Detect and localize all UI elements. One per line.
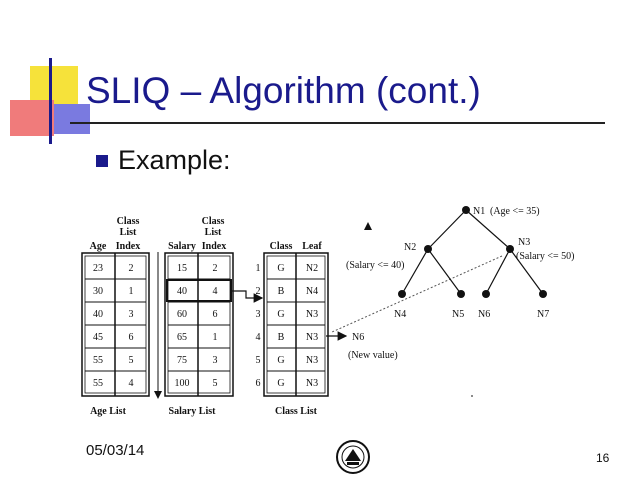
age-cell: 23 (93, 263, 103, 274)
class-cell: B (278, 332, 285, 343)
node-n1-label: N1 (473, 206, 485, 217)
dotted-link (331, 255, 503, 333)
age-cell: 40 (93, 309, 103, 320)
page-number: 16 (596, 451, 610, 465)
salary-cell: 65 (177, 332, 187, 343)
salary-index-cell: 2 (213, 263, 218, 274)
salary-column-header: Salary (168, 241, 196, 252)
age-cell: 55 (93, 378, 103, 389)
salary-list-caption: Salary List (169, 406, 217, 417)
class-cell: G (277, 309, 284, 320)
age-index-cell: 2 (129, 263, 134, 274)
salary-cell: 60 (177, 309, 187, 320)
age-index-cell: 4 (129, 378, 134, 389)
salary-index-cell: 1 (213, 332, 218, 343)
node-n2-condition: (Salary <= 40) (346, 260, 405, 271)
salary-index-cell: 3 (213, 355, 218, 366)
class-cell: B (278, 286, 285, 297)
node-n3-condition: (Salary <= 50) (516, 251, 575, 262)
class-list-caption: Class List (275, 406, 318, 417)
age-list-table: Class List Age Index 23 2 30 1 40 3 45 6… (81, 216, 150, 417)
age-cell: 30 (93, 286, 103, 297)
row-number: 3 (256, 309, 261, 320)
small-triangle-mark (364, 222, 372, 230)
age-column-header: Age (90, 241, 107, 252)
salary-to-class-arrow (231, 290, 264, 303)
salary-index-cell: 5 (213, 378, 218, 389)
dot-mark (471, 395, 473, 397)
age-list-class-header: Class (117, 216, 140, 227)
row-number: 4 (256, 332, 261, 343)
salary-cell: 75 (177, 355, 187, 366)
salary-list-table: Class List Salary Index 15 2 40 4 60 6 6… (154, 216, 234, 417)
node-n4-label: N4 (394, 309, 406, 320)
deco-pink-square (10, 100, 54, 136)
node-n2-label: N2 (404, 242, 416, 253)
salary-list-list-header: List (205, 227, 222, 238)
age-list-caption: Age List (90, 406, 127, 417)
row-number: 1 (256, 263, 261, 274)
node-n3-label: N3 (518, 237, 530, 248)
age-index-cell: 1 (129, 286, 134, 297)
node-n7-label: N7 (537, 309, 549, 320)
deco-blue-square (54, 104, 90, 134)
salary-index-cell: 4 (213, 286, 218, 297)
university-seal-logo (336, 440, 370, 474)
slide-title: SLIQ – Algorithm (cont.) (86, 70, 481, 111)
salary-cell: 40 (177, 286, 187, 297)
leaf-cell: N4 (306, 286, 318, 297)
age-cell: 55 (93, 355, 103, 366)
age-index-cell: 6 (129, 332, 134, 343)
class-column-header: Class (270, 241, 293, 252)
class-cell: G (277, 378, 284, 389)
salary-cell: 100 (175, 378, 190, 389)
row-number: 2 (256, 286, 261, 297)
age-index-cell: 3 (129, 309, 134, 320)
class-list-table: Class Leaf 1 G N2 2 B N4 3 G N3 4 B N3 5… (256, 241, 329, 417)
age-list-list-header: List (120, 227, 137, 238)
new-value-label: (New value) (348, 350, 398, 361)
new-node-label: N6 (352, 332, 364, 343)
row-number: 5 (256, 355, 261, 366)
salary-list-class-header: Class (202, 216, 225, 227)
leaf-cell: N3 (306, 355, 318, 366)
title-divider (70, 122, 605, 124)
class-cell: G (277, 355, 284, 366)
age-index-header: Index (116, 241, 140, 252)
leaf-column-header: Leaf (302, 241, 322, 252)
age-index-cell: 5 (129, 355, 134, 366)
bullet-text: Example: (118, 145, 231, 175)
leaf-cell: N3 (306, 309, 318, 320)
footer-date: 05/03/14 (86, 442, 145, 459)
leaf-cell: N3 (306, 332, 318, 343)
salary-index-cell: 6 (213, 309, 218, 320)
row-number: 6 (256, 378, 261, 389)
class-cell: G (277, 263, 284, 274)
age-cell: 45 (93, 332, 103, 343)
node-n6-label: N6 (478, 309, 490, 320)
salary-index-header: Index (202, 241, 226, 252)
node-n1-condition: (Age <= 35) (490, 206, 540, 217)
node-n5-label: N5 (452, 309, 464, 320)
leaf-cell: N3 (306, 378, 318, 389)
bullet-square-icon (96, 155, 108, 167)
leaf-cell: N2 (306, 263, 318, 274)
salary-cell: 15 (177, 263, 187, 274)
deco-vertical-line (49, 58, 52, 144)
decision-tree: N1 (Age <= 35) N2 (Salary <= 40) N3 (Sal… (346, 206, 575, 320)
